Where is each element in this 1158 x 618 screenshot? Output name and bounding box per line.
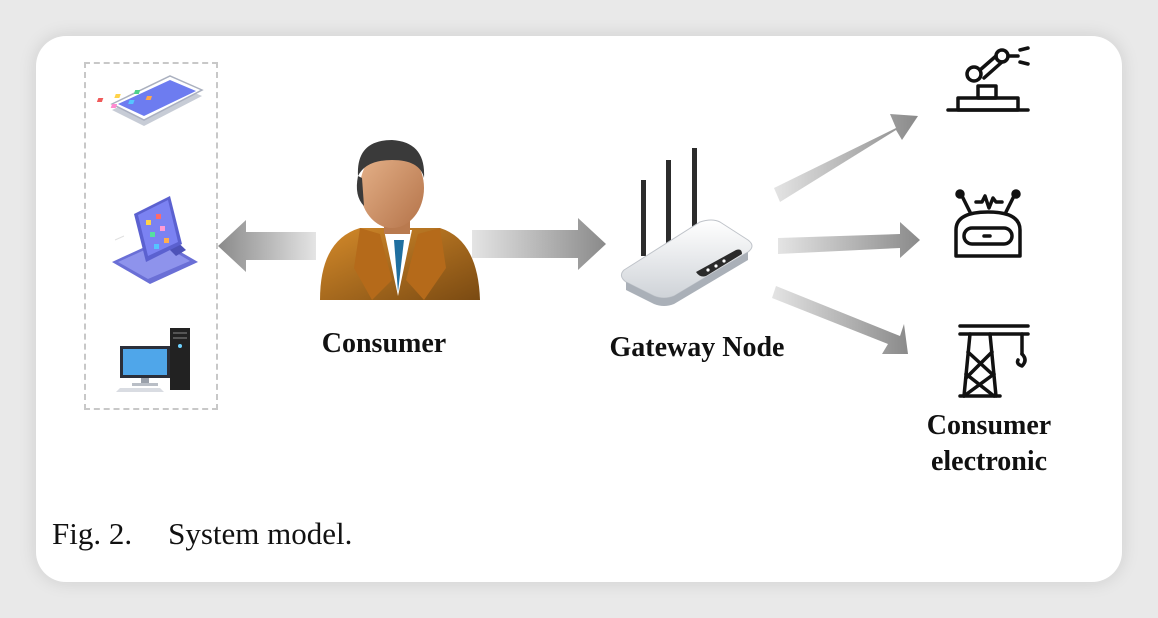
consumer-devices-group [84,62,218,410]
arrow-to-robot-head [778,222,920,258]
electronics-label-line1: Consumer [926,410,1052,441]
smartphone-icon [96,75,204,126]
tablet-icon [112,196,198,284]
arrow-to-devices [218,220,316,272]
arrow-to-crane [772,286,908,354]
electronics-label-line2: electronic [930,446,1048,477]
robot-head-icon [954,189,1022,258]
arrow-to-robot-arm [774,114,918,202]
arrow-to-gateway [472,218,606,270]
figure-caption: Fig. 2. System model. [52,516,352,552]
robot-arm-icon [946,46,1030,112]
figure-number: Fig. 2. [52,516,133,551]
consumer-label: Consumer [321,328,447,359]
figure-caption-text: System model. [168,516,353,551]
desktop-computer-icon [116,328,190,392]
gateway-node-label: Gateway Node [609,332,785,363]
person-icon [320,140,480,300]
crane-tower-icon [958,324,1030,398]
wifi-router-icon [620,148,753,306]
